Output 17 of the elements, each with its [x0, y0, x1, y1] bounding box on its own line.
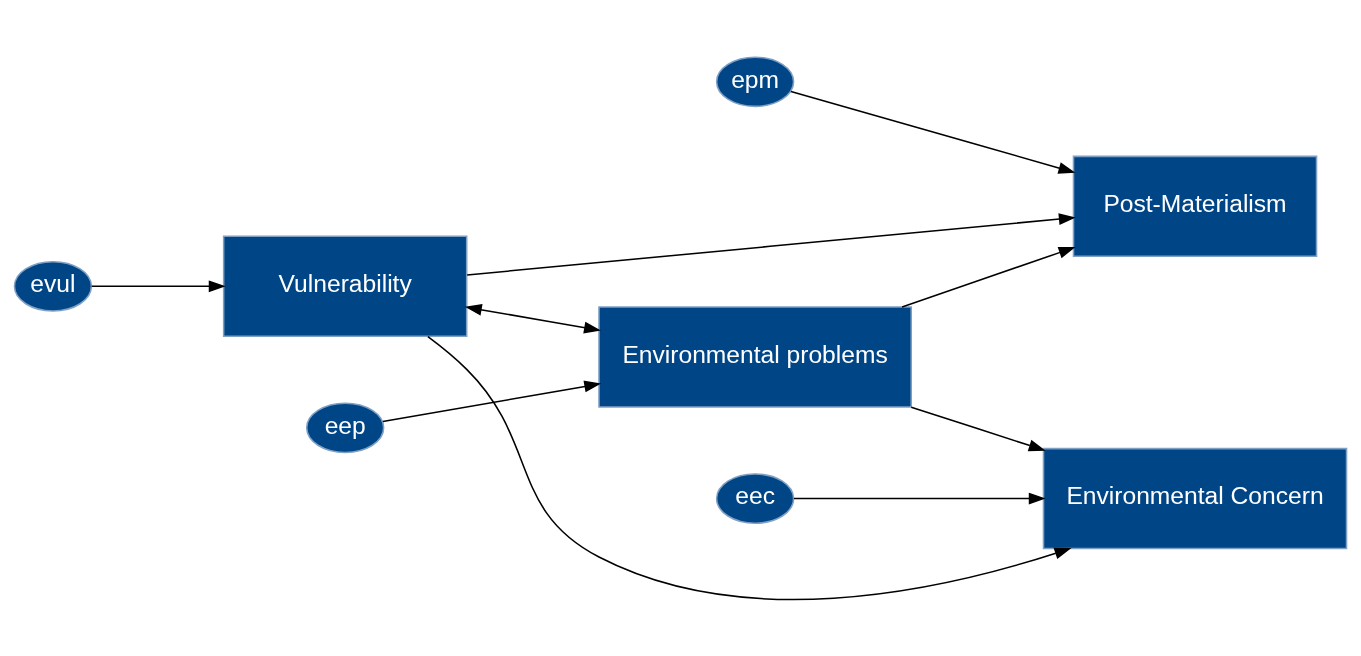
arrow — [382, 380, 602, 422]
arrow — [790, 90, 1076, 174]
node-box: Environmental problems — [598, 305, 912, 408]
arrow — [793, 492, 1046, 505]
arrow — [466, 212, 1076, 276]
node-ellipse: epm — [715, 55, 795, 107]
node-box: Vulnerability — [222, 235, 468, 337]
arrow — [901, 246, 1076, 308]
arrow — [910, 405, 1046, 451]
node-box: Environmental Concern — [1042, 447, 1348, 549]
node-ellipse: evul — [13, 260, 93, 312]
arrow — [427, 335, 1072, 600]
node-box: Post-Materialism — [1072, 155, 1318, 257]
arrow — [90, 279, 226, 292]
arrow — [464, 303, 601, 333]
node-ellipse: eep — [305, 401, 385, 453]
node-ellipse: eec — [715, 472, 795, 524]
